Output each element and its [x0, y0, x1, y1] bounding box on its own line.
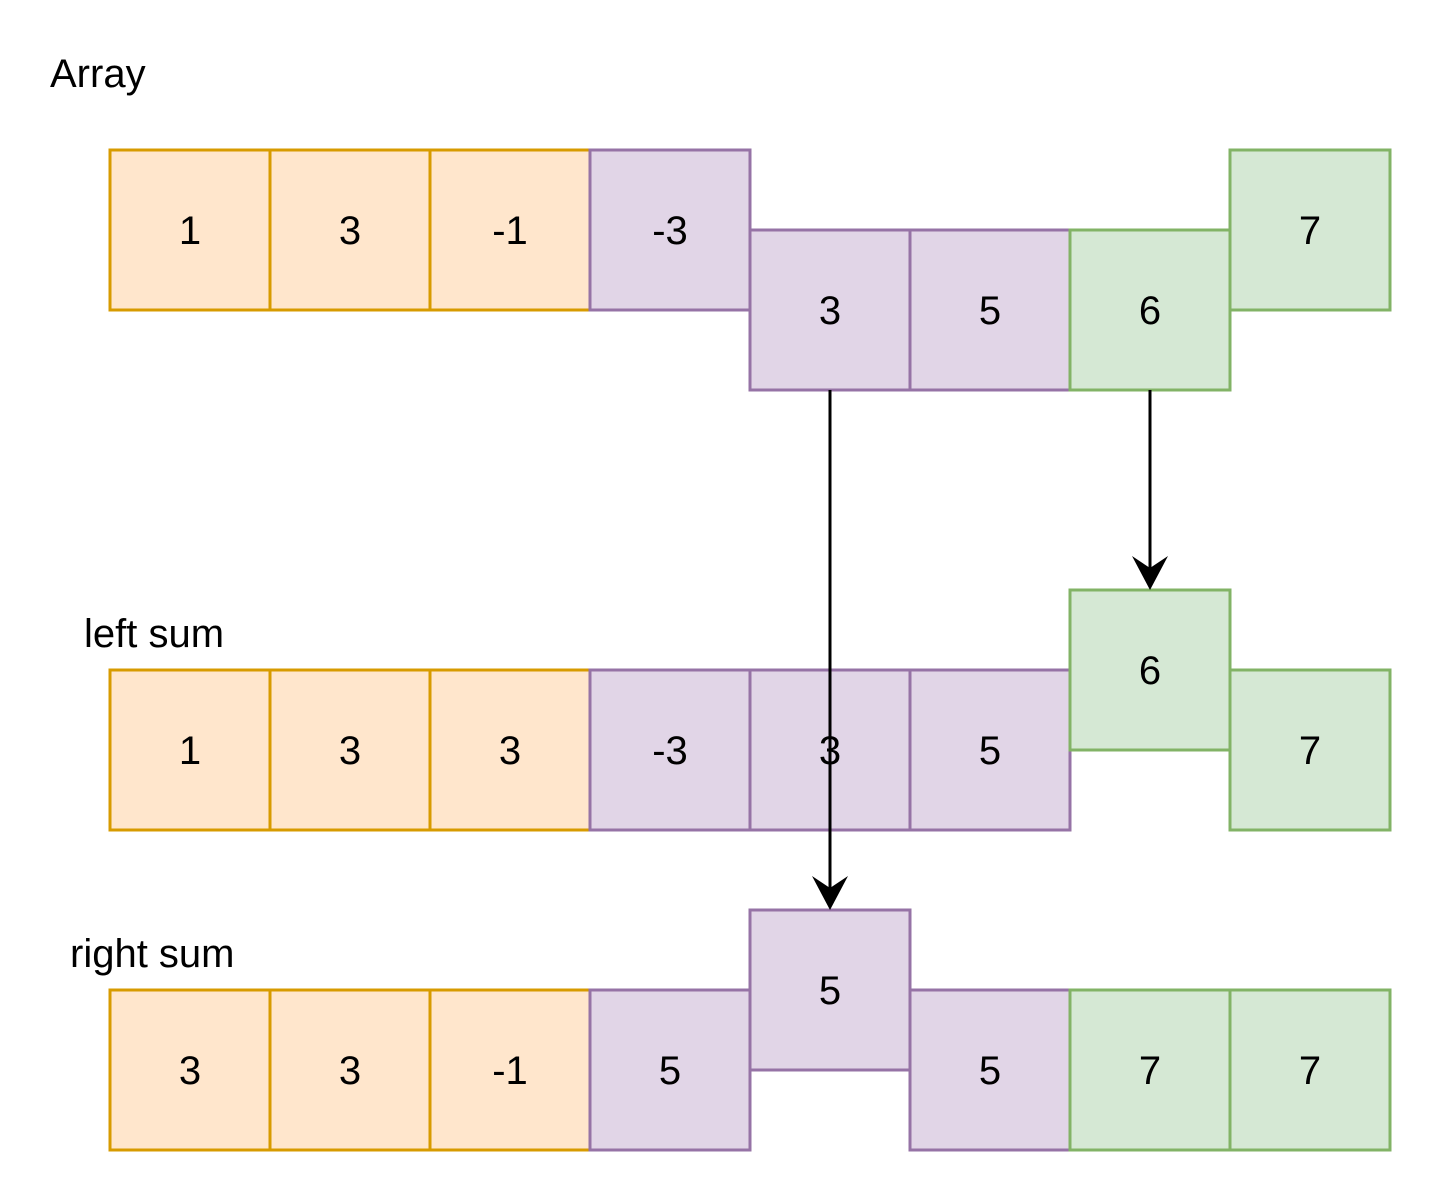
left-sum-cell-1-value: 3: [339, 729, 361, 773]
right-sum-cell-7: [1228, 988, 1392, 1152]
left-sum-cell-7: [1228, 668, 1392, 832]
array-label: Array: [50, 52, 146, 96]
arrows: [812, 390, 1168, 910]
right-sum-cell-2-value: -1: [492, 1049, 528, 1093]
left-sum-label: left sum: [84, 612, 224, 656]
array-cell-2: [428, 148, 592, 312]
array-cell-0: [108, 148, 272, 312]
left-sum-cell-0: [108, 668, 272, 832]
array-cell-6-value: 6: [1139, 289, 1161, 333]
right-sum-cell-1: [268, 988, 432, 1152]
array-row: 1 3 -1 -3 3 5 6 7: [108, 148, 1392, 392]
array-cell-4-value: 3: [819, 289, 841, 333]
left-sum-cell-7-value: 7: [1299, 729, 1321, 773]
array-cell-3-value: -3: [652, 209, 688, 253]
array-cell-1-value: 3: [339, 209, 361, 253]
left-sum-cell-6-value: 6: [1139, 649, 1161, 693]
right-sum-cell-4-value: 5: [819, 969, 841, 1013]
array-cell-5: [908, 228, 1072, 392]
array-cell-5-value: 5: [979, 289, 1001, 333]
array-cell-7: [1228, 148, 1392, 312]
left-sum-cell-3-value: -3: [652, 729, 688, 773]
left-sum-cell-0-value: 1: [179, 729, 201, 773]
right-sum-cell-6-value: 7: [1139, 1049, 1161, 1093]
arrow-array-to-right-sum-head-icon: [812, 876, 848, 910]
right-sum-cell-1-value: 3: [339, 1049, 361, 1093]
left-sum-cell-6: [1068, 588, 1232, 752]
left-sum-cell-5: [908, 668, 1072, 832]
right-sum-cell-7-value: 7: [1299, 1049, 1321, 1093]
array-cell-2-value: -1: [492, 209, 528, 253]
left-sum-cell-1: [268, 668, 432, 832]
array-cell-0-value: 1: [179, 209, 201, 253]
array-cell-1: [268, 148, 432, 312]
left-sum-cell-3: [588, 668, 752, 832]
right-sum-cell-2: [428, 988, 592, 1152]
array-cell-7-value: 7: [1299, 209, 1321, 253]
arrow-array-to-left-sum-head-icon: [1132, 556, 1168, 590]
right-sum-cell-3-value: 5: [659, 1049, 681, 1093]
right-sum-label: right sum: [70, 932, 235, 976]
right-sum-row: 3 3 -1 5 5 5 7 7: [108, 908, 1392, 1152]
left-sum-cell-2-value: 3: [499, 729, 521, 773]
right-sum-cell-5-value: 5: [979, 1049, 1001, 1093]
left-sum-cell-5-value: 5: [979, 729, 1001, 773]
right-sum-cell-0-value: 3: [179, 1049, 201, 1093]
right-sum-cell-5: [908, 988, 1072, 1152]
